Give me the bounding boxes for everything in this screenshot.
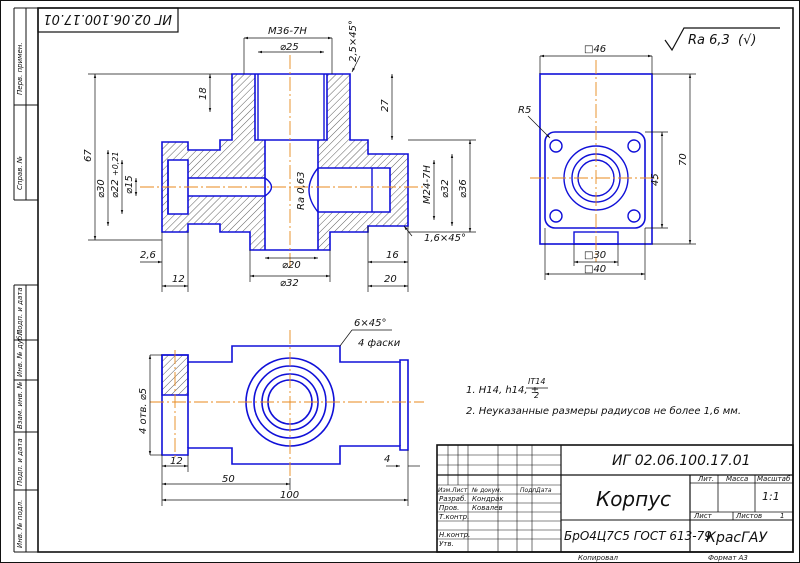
- dim-thread-top: М36-7Н: [268, 26, 307, 37]
- label-inv-podl: Инв. № подл.: [16, 500, 24, 548]
- front-view: [140, 55, 425, 270]
- part-name: Корпус: [596, 487, 671, 511]
- top-dimension-lines: [148, 329, 420, 506]
- dim-h27: 27: [380, 99, 391, 112]
- svg-text:Кондрак: Кондрак: [472, 495, 504, 503]
- dim-d32-bottom: ⌀32: [280, 278, 299, 289]
- side-view: [530, 60, 662, 262]
- svg-text:Разраб.: Разраб.: [439, 495, 467, 503]
- dim-d36: ⌀36: [458, 179, 469, 198]
- dim-thread-right: М24-7Н: [422, 165, 433, 204]
- dim-l12: 12: [172, 274, 185, 285]
- svg-text:Лист: Лист: [451, 487, 468, 494]
- svg-text:Ковалев: Ковалев: [472, 504, 503, 512]
- dim-l12-top: 12: [170, 456, 183, 467]
- copied-label: Копировал: [578, 554, 619, 562]
- dim-d15: ⌀15: [124, 175, 135, 194]
- sheets-label: Листов: [735, 512, 762, 520]
- dim-h70: 70: [678, 153, 689, 166]
- label-podp-data-2: Подп. и дата: [16, 438, 24, 486]
- organization: КрасГАУ: [706, 530, 768, 546]
- dim-d20: ⌀20: [282, 260, 301, 271]
- dim-chamfer-note: 4 фаски: [358, 338, 401, 349]
- svg-text:Утв.: Утв.: [439, 540, 454, 548]
- side-dimension-lines: [527, 54, 696, 280]
- svg-text:Изм.: Изм.: [438, 487, 452, 494]
- note-2: 2. Неуказанные размеры радиусов не более…: [466, 405, 741, 417]
- scale-value: 1:1: [762, 490, 780, 503]
- dim-chamfer-right: 1,6×45°: [424, 233, 466, 244]
- svg-text:Т.контр.: Т.контр.: [439, 513, 469, 521]
- col-mass: Масса: [726, 475, 748, 483]
- col-lit: Лит.: [697, 475, 714, 483]
- dim-d22: ⌀22: [110, 179, 121, 198]
- rotated-designation: ИГ 02.06.100.17.01: [43, 11, 172, 26]
- left-binding-column: [13, 7, 38, 553]
- dim-chamfer-top: 2,5×45°: [348, 20, 359, 62]
- svg-text:Ra 6,3: Ra 6,3: [688, 33, 730, 48]
- note-1-frac-num: IT14: [528, 377, 545, 386]
- svg-text:№ докум.: № докум.: [471, 487, 502, 494]
- dim-d22-tol: +0,21: [111, 151, 120, 176]
- dim-h45: 45: [650, 173, 661, 186]
- dim-l20: 20: [384, 274, 397, 285]
- format-label: Формат А3: [708, 554, 748, 562]
- title-block: [436, 444, 794, 553]
- dim-section-roughness: Ra 0,63: [296, 171, 307, 210]
- dim-l16: 16: [386, 250, 399, 261]
- svg-text:Н.контр.: Н.контр.: [439, 531, 470, 539]
- dim-r5: R5: [518, 105, 531, 116]
- dim-sq40: □40: [584, 264, 606, 275]
- svg-text:Пров.: Пров.: [439, 504, 459, 512]
- dim-l50: 50: [222, 474, 235, 485]
- dim-h18: 18: [198, 87, 209, 100]
- title-block-header: Изм. Лист № докум. Подп. Дата: [438, 487, 552, 494]
- svg-text:Подп.: Подп.: [520, 487, 538, 494]
- note-1-prefix: 1. Н14, h14, ±: [466, 385, 539, 396]
- dim-holes: 4 отв. ⌀5: [138, 388, 149, 434]
- dim-l100: 100: [280, 490, 299, 501]
- dim-sq30: □30: [584, 250, 606, 261]
- title-designation: ИГ 02.06.100.17.01: [612, 453, 751, 469]
- roughness-symbol: Ra 6,3 (√): [664, 27, 780, 52]
- sheet-label: Лист: [693, 512, 713, 520]
- svg-text:(√): (√): [738, 33, 756, 48]
- material: БрО4Ц7С5 ГОСТ 613-79: [564, 529, 712, 543]
- title-block-signatures: Разраб. Кондрак Пров. Ковалев Т.контр. Н…: [439, 495, 504, 548]
- label-perv-primen: Перв. примен.: [16, 42, 24, 95]
- svg-text:Дата: Дата: [535, 487, 552, 494]
- col-scale: Масштаб: [757, 475, 791, 483]
- note-1-frac-den: 2: [534, 391, 539, 400]
- label-vzam-inv: Взам. инв. №: [16, 381, 24, 429]
- label-inv-dubl: Инв. № дубл.: [16, 329, 24, 377]
- dim-l4: 4: [384, 454, 390, 465]
- dim-sq46: □46: [584, 44, 606, 55]
- dim-l26: 2,6: [140, 250, 156, 261]
- label-podp-data-1: Подп. и дата: [16, 287, 24, 335]
- dim-chamfer-top-view: 6×45°: [354, 318, 386, 329]
- front-dimension-lines: [88, 36, 476, 292]
- label-sprav-no: Справ. №: [16, 156, 24, 190]
- dim-h67: 67: [83, 149, 94, 162]
- top-view: [150, 330, 424, 478]
- dim-d25: ⌀25: [280, 42, 299, 53]
- sheets-count: 1: [780, 512, 784, 520]
- drawing-frame: [37, 7, 794, 553]
- dim-d30: ⌀30: [96, 179, 107, 198]
- rotated-designation-box: [37, 7, 179, 33]
- notes: 1. Н14, h14, ± IT14 2 2. Неуказанные раз…: [466, 377, 741, 417]
- dim-d32-right: ⌀32: [440, 179, 451, 198]
